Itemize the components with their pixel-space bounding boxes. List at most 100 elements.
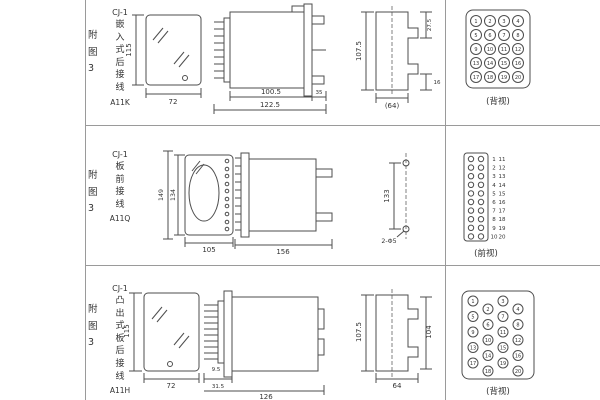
dim-front-height-outer: 149 [158,189,165,201]
terminal-circle [477,155,485,163]
terminal-number: 4 [492,183,496,189]
terminal-number: 6 [486,322,489,328]
terminal-number: 10 [491,234,498,240]
terminal-number: 13 [499,174,506,180]
terminal-circle [477,190,485,197]
view-label: (背视) [486,96,510,107]
dim-front-height: 115 [123,324,131,337]
terminal-number: 3 [502,19,505,25]
terminal-circle [467,216,475,223]
terminal-circle [512,71,524,83]
drilling-plan-a11q: 133 2-Φ5 [381,153,410,245]
dim-depth-total: 126 [259,393,273,400]
table-border-terminal-column [445,0,446,400]
terminal-circle [477,224,485,232]
terminal-circle [470,15,482,27]
dim-rear-depth: 31.5 [212,384,225,390]
view-label: (背视) [486,386,510,397]
terminal-number: 4 [516,19,519,25]
terminal-number: 16 [515,61,521,67]
terminal-circle [467,207,475,214]
terminal-circle [512,365,524,377]
terminal-circle [484,43,496,55]
terminal-circle [512,43,524,55]
terminal-number: 19 [499,226,506,232]
dim-panel-tab: 16 [434,80,441,86]
terminal-circle [477,198,485,206]
terminal-circle [477,216,485,223]
terminal-number: 14 [485,353,491,359]
terminal-number: 1 [474,19,477,25]
dim-front-width: 105 [202,246,215,254]
dim-front-width: 72 [167,382,176,390]
terminal-number: 15 [501,61,507,67]
terminal-number: 2 [486,307,489,313]
table-row-divider-2 [85,265,600,266]
terminal-number: 17 [499,209,506,215]
terminal-circle [467,233,475,240]
terminal-number: 1 [471,299,474,305]
variant-code: A11H [109,386,131,396]
dim-depth-total: 156 [276,248,290,256]
terminal-number: 15 [499,191,506,197]
terminal-circle [484,29,496,41]
model-name: CJ-1 [112,150,128,159]
terminal-circle [482,334,494,346]
terminal-number: 13 [473,61,479,67]
terminal-number: 7 [492,209,496,215]
table-border-left [85,0,86,400]
terminal-circle [484,71,496,83]
terminal-number: 6 [492,200,496,206]
terminal-circle [512,350,524,361]
terminal-circle [467,164,475,171]
variant-label-row3: CJ-1 凸出式板后接线 A11H [106,284,134,395]
terminal-number: 5 [471,314,474,320]
terminal-number: 20 [515,75,521,81]
terminal-number: 20 [499,234,506,240]
view-label: (前视) [474,248,498,259]
terminal-circle [512,303,524,315]
figure-label-row3: 附图3 [88,304,98,349]
terminal-circle [482,319,494,330]
terminal-circle [512,29,524,41]
dim-front-width: 72 [169,98,178,106]
terminal-number: 8 [492,217,496,223]
terminal-circle [467,181,475,188]
dim-panel-width: 64 [393,382,402,390]
terminal-number: 3 [501,299,504,305]
terminal-number: 4 [516,307,519,313]
terminal-circle [484,15,496,27]
terminal-circle [482,365,494,377]
terminal-circle [482,350,494,361]
dim-holes: 2-Φ5 [381,238,396,245]
terminal-circle [482,303,494,315]
terminal-circle [512,334,524,346]
terminal-number: 5 [474,33,477,39]
dim-depth-total: 122.5 [260,101,280,109]
dim-panel-height: 107.5 [355,41,363,61]
terminal-circle [477,233,485,240]
terminal-number: 13 [470,345,476,351]
terminal-circle [498,15,510,27]
terminal-number: 9 [474,47,477,53]
dim-panel-side: 27.5 [427,18,433,31]
panel-cutout-a11h: 107.5 104 64 [355,289,433,390]
terminal-circle [512,57,524,69]
terminal-circle [467,342,479,353]
terminal-circle [477,164,485,171]
terminal-circle [497,342,509,353]
terminal-number: 3 [492,174,496,180]
terminal-number: 9 [471,330,474,336]
terminal-number: 10 [487,47,493,53]
figure-label-row1: 附图3 [88,30,98,75]
terminal-number: 18 [485,369,491,375]
terminal-number: 16 [499,200,506,206]
terminal-circle [467,326,479,338]
mount-type: 嵌入式后接线 [115,20,125,93]
front-view-a11k: 115 72 [125,14,202,106]
